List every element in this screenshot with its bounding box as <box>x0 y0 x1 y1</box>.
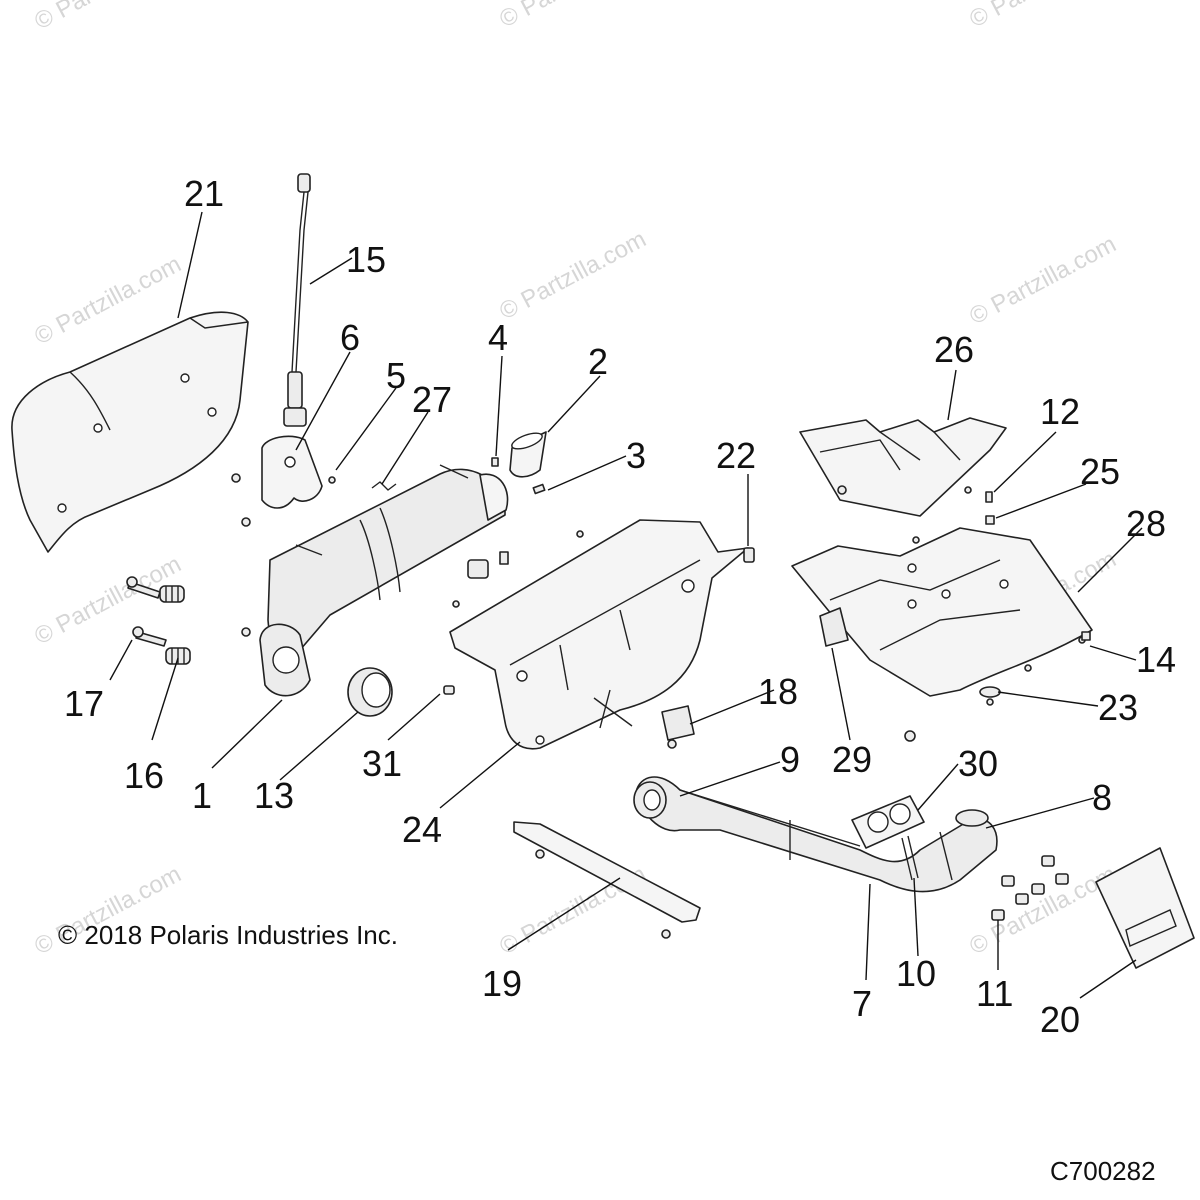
callout-3: 3 <box>626 435 646 476</box>
strap-19 <box>513 821 701 939</box>
callout-30: 30 <box>958 743 998 784</box>
heat-shield-24 <box>449 519 749 750</box>
callout-7: 7 <box>852 983 872 1024</box>
watermark: © Partzilla.com <box>495 226 650 326</box>
watermark: © Partzilla.com <box>30 0 185 35</box>
o2-sensor-15 <box>283 173 311 427</box>
callout-20: 20 <box>1040 999 1080 1040</box>
springs-16 <box>159 585 191 665</box>
callout-6: 6 <box>340 317 360 358</box>
callout-27: 27 <box>412 379 452 420</box>
callout-4: 4 <box>488 317 508 358</box>
fasteners-14 <box>1081 631 1091 641</box>
callout-13: 13 <box>254 775 294 816</box>
callout-1: 1 <box>192 775 212 816</box>
shield-26 <box>799 417 1007 517</box>
callout-2: 2 <box>588 341 608 382</box>
callout-19: 19 <box>482 963 522 1004</box>
callout-14: 14 <box>1136 639 1176 680</box>
drawing-code: C700282 <box>1050 1156 1156 1186</box>
clamp-27 <box>371 481 397 491</box>
watermark: © Partzilla.com <box>965 231 1120 331</box>
callout-24: 24 <box>402 809 442 850</box>
sensor-shield-6 <box>231 435 323 527</box>
muffler-1 <box>241 464 509 697</box>
callout-12: 12 <box>1040 391 1080 432</box>
callout-16: 16 <box>124 755 164 796</box>
callout-9: 9 <box>780 739 800 780</box>
callout-29: 29 <box>832 739 872 780</box>
bracket-18 <box>661 705 695 749</box>
callout-18: 18 <box>758 671 798 712</box>
stud-22 <box>743 547 755 563</box>
bolts-11 <box>991 855 1069 921</box>
callout-21: 21 <box>184 173 224 214</box>
callout-23: 23 <box>1098 687 1138 728</box>
callout-17: 17 <box>64 683 104 724</box>
watermark: © Partzilla.com <box>965 0 1120 33</box>
copyright-text: © 2018 Polaris Industries Inc. <box>58 920 398 950</box>
leader-lines <box>109 211 1143 999</box>
watermark: © Partzilla.com <box>495 0 650 33</box>
plate-20 <box>1095 847 1195 969</box>
callout-28: 28 <box>1126 503 1166 544</box>
callout-10: 10 <box>896 953 936 994</box>
callouts: 1 2 3 4 5 6 7 8 9 10 11 12 13 14 15 16 1… <box>64 173 1176 1040</box>
callout-26: 26 <box>934 329 974 370</box>
bolt-31 <box>443 685 455 695</box>
watermark: © Partzilla.com <box>965 861 1120 961</box>
outlet-tip-2 <box>509 431 547 478</box>
callout-11: 11 <box>976 973 1013 1014</box>
header-pipe-assembly <box>633 776 998 893</box>
fasteners-12-25 <box>985 491 995 525</box>
callout-15: 15 <box>346 239 386 280</box>
callout-25: 25 <box>1080 451 1120 492</box>
gasket-30 <box>851 795 925 849</box>
callout-31: 31 <box>362 743 402 784</box>
callout-8: 8 <box>1092 777 1112 818</box>
bolts-17 <box>126 576 167 647</box>
callout-22: 22 <box>716 435 756 476</box>
fasteners-top <box>328 457 546 565</box>
callout-5: 5 <box>386 355 406 396</box>
heat-shield-21 <box>11 311 249 553</box>
gasket-ring-13 <box>347 667 393 717</box>
shield-28 <box>791 527 1093 706</box>
mount-29 <box>819 607 916 742</box>
